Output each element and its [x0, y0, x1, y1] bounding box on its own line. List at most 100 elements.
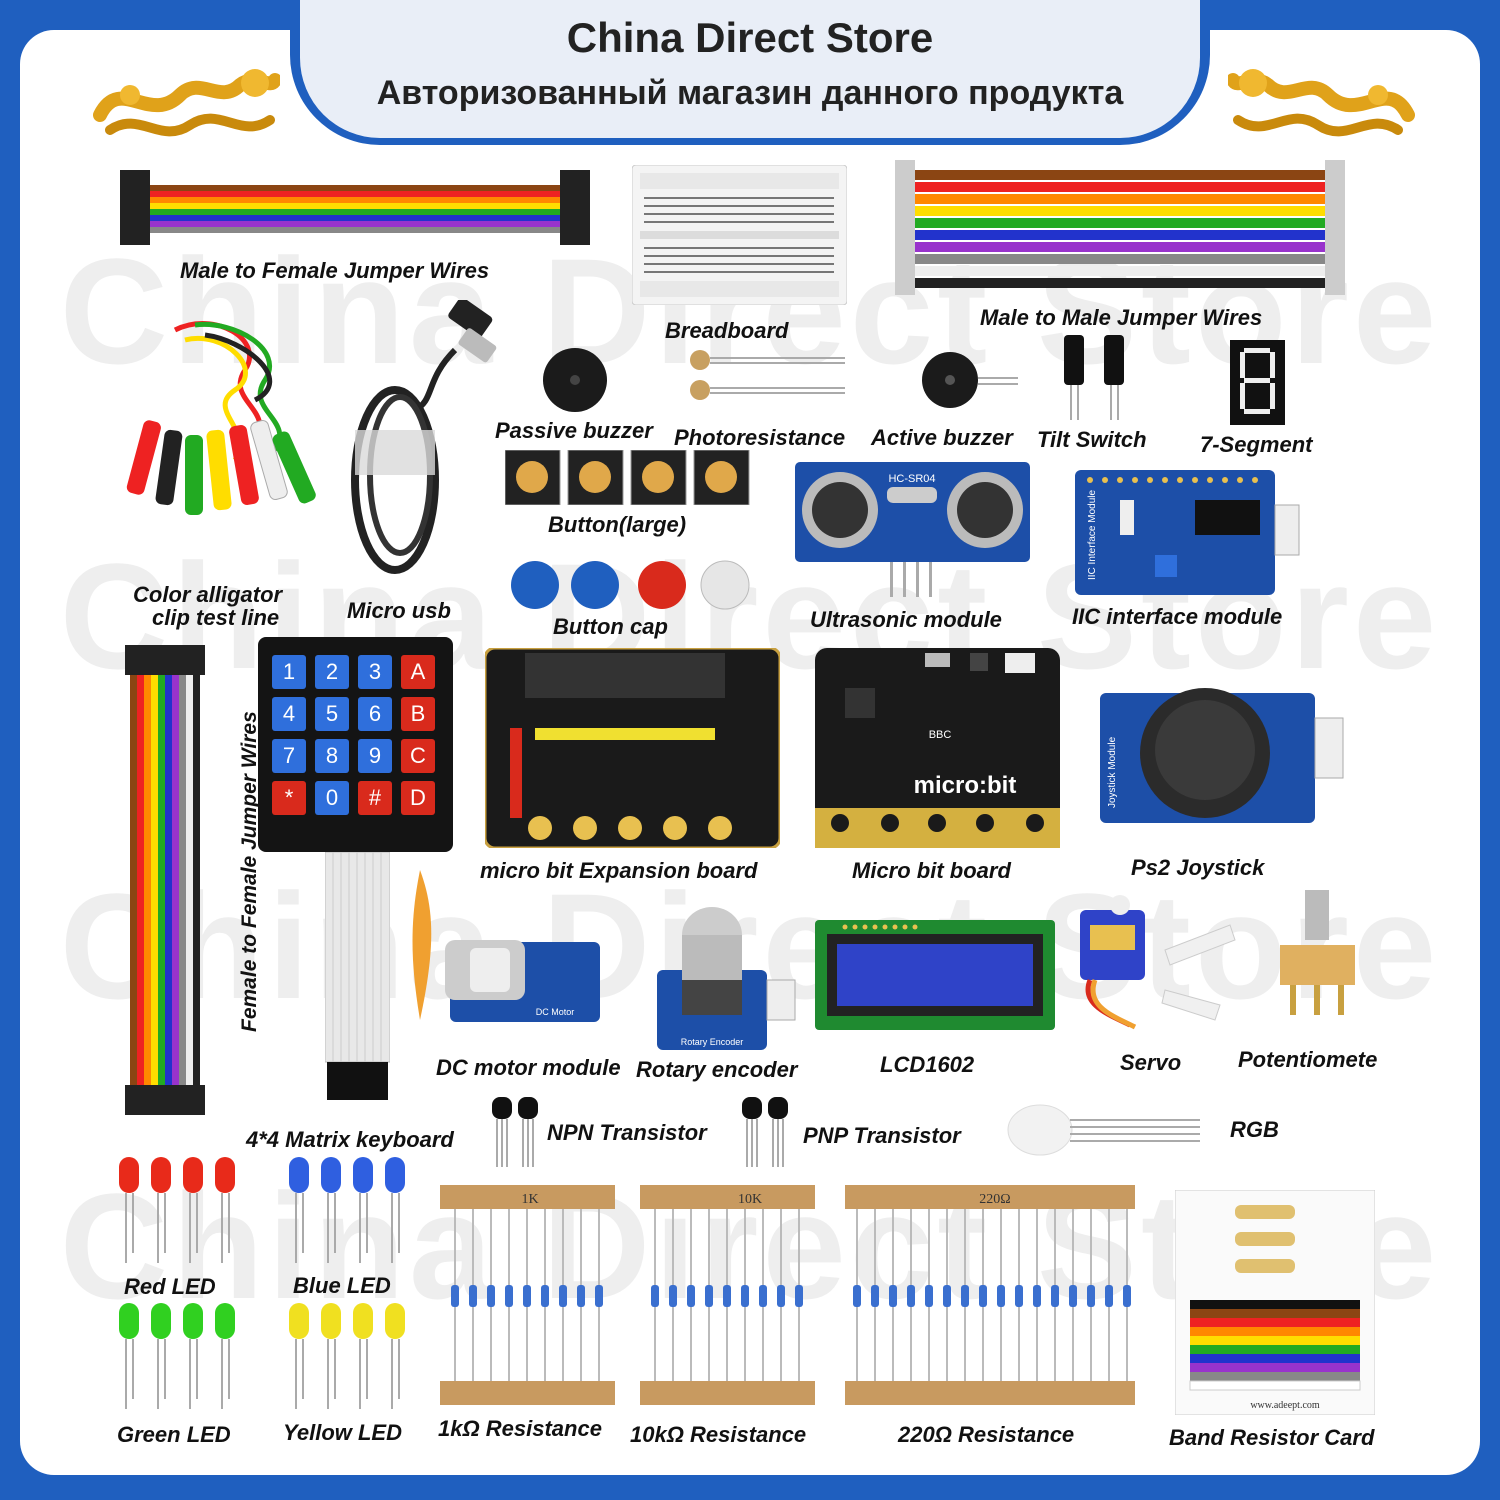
servo-label: Servo	[1120, 1050, 1182, 1075]
alligator-label-line2: clip test line	[152, 605, 280, 630]
micro-usb-cable	[345, 300, 505, 580]
microbit-board-label: Micro bit board	[852, 858, 1011, 883]
card-url: www.adeept.com	[1250, 1400, 1320, 1411]
joystick-label: Ps2 Joystick	[1131, 855, 1265, 880]
passive-buzzer-label: Passive buzzer	[495, 418, 653, 443]
button-caps	[510, 560, 750, 610]
keypad-grid: 1 2 3 A 4 5 6 B 7 8 9 C * 0 # D	[272, 655, 442, 840]
bottom-strip	[20, 1475, 1480, 1500]
yellow-leds	[285, 1303, 410, 1413]
female-female-wires	[120, 645, 210, 1115]
keypad-key[interactable]: 9	[358, 739, 392, 773]
red-leds	[115, 1157, 240, 1267]
store-subtitle: Авторизованный магазин данного продукта	[376, 74, 1124, 112]
microbit-logo: micro:bit	[914, 772, 1017, 799]
keypad-key[interactable]: A	[401, 655, 435, 689]
breadboard	[632, 165, 847, 305]
resistance-10k-label: 10kΩ Resistance	[630, 1422, 807, 1447]
tilt-switch	[1062, 335, 1132, 425]
keypad-key[interactable]: 7	[272, 739, 306, 773]
alligator-label-line1: Color alligator	[133, 582, 283, 607]
photoresistance-label: Photoresistance	[674, 425, 846, 450]
header-inner	[300, 0, 1200, 138]
matrix-keypad: 1 2 3 A 4 5 6 B 7 8 9 C * 0 # D	[258, 637, 453, 852]
rotary-tag: Rotary Encoder	[681, 1037, 744, 1047]
rgb-label: RGB	[1230, 1117, 1279, 1142]
store-name: China Direct Store	[566, 14, 934, 61]
keypad-ribbon	[325, 852, 390, 1102]
resistance-220-label: 220Ω Resistance	[898, 1422, 1075, 1447]
microbit-bbc: BBC	[929, 729, 952, 741]
male-male-wires-label: Male to Male Jumper Wires	[980, 305, 1263, 330]
keypad-key[interactable]: 2	[315, 655, 349, 689]
band-resistor-card-label: Band Resistor Card	[1169, 1425, 1375, 1450]
red-led-label: Red LED	[124, 1274, 216, 1299]
resistor-tag-10k: 10K	[738, 1192, 762, 1207]
iic-label: IIC interface module	[1072, 604, 1283, 629]
alligator-clips	[115, 310, 345, 570]
keypad-key[interactable]: B	[401, 697, 435, 731]
male-female-wires	[120, 170, 590, 250]
large-buttons	[505, 450, 750, 505]
joystick-module: Joystick Module	[1100, 688, 1345, 828]
male-male-wires	[895, 160, 1345, 300]
lcd1602	[815, 920, 1055, 1030]
passive-buzzer	[540, 345, 610, 415]
keypad-key[interactable]: #	[358, 781, 392, 815]
iic-interface-module: IIC Interface Module	[1075, 470, 1300, 600]
keypad-key[interactable]: D	[401, 781, 435, 815]
motor-tag: DC Motor	[536, 1007, 575, 1017]
keypad-key[interactable]: *	[272, 781, 306, 815]
blue-leds	[285, 1157, 410, 1267]
micro-usb-label: Micro usb	[347, 598, 451, 623]
resistor-pack-220: 220Ω	[845, 1185, 1135, 1405]
potentiometer	[1270, 890, 1365, 1025]
keypad-key[interactable]: 8	[315, 739, 349, 773]
breadboard-label: Breadboard	[665, 318, 789, 343]
keypad-key[interactable]: 1	[272, 655, 306, 689]
pnp-transistors	[740, 1095, 795, 1170]
keypad-key[interactable]: 3	[358, 655, 392, 689]
green-led-label: Green LED	[117, 1422, 231, 1447]
dragon-icon	[1228, 55, 1418, 150]
button-cap-label: Button cap	[553, 614, 668, 639]
ultrasonic-module: HC-SR04	[795, 462, 1030, 602]
keypad-key[interactable]: C	[401, 739, 435, 773]
seven-segment-display	[1230, 340, 1285, 425]
button-large-label: Button(large)	[548, 512, 687, 537]
lcd-label: LCD1602	[880, 1052, 975, 1077]
npn-label: NPN Transistor	[547, 1120, 707, 1145]
tilt-switch-label: Tilt Switch	[1037, 427, 1147, 452]
expansion-board-label: micro bit Expansion board	[480, 858, 758, 883]
joystick-tag: Joystick Module	[1107, 736, 1118, 808]
microbit-expansion-board	[485, 648, 780, 848]
band-resistor-card: www.adeept.com	[1175, 1190, 1375, 1415]
iic-tag: IIC Interface Module	[1087, 490, 1098, 580]
npn-transistors	[490, 1095, 545, 1170]
resistor-tag-220: 220Ω	[979, 1192, 1010, 1207]
seven-segment-label: 7-Segment	[1200, 432, 1313, 457]
keypad-key[interactable]: 0	[315, 781, 349, 815]
microbit-board: BBC micro:bit	[815, 648, 1060, 848]
ultrasonic-label: Ultrasonic module	[810, 607, 1002, 632]
photoresistor	[680, 348, 850, 408]
ultrasonic-model: HC-SR04	[888, 473, 935, 485]
pnp-label: PNP Transistor	[803, 1123, 961, 1148]
blue-led-label: Blue LED	[293, 1273, 391, 1298]
male-female-wires-label: Male to Female Jumper Wires	[180, 258, 490, 283]
keypad-key[interactable]: 4	[272, 697, 306, 731]
resistor-pack-1k: 1K	[440, 1185, 615, 1405]
green-leds	[115, 1303, 240, 1413]
potentiometer-label: Potentiomete	[1238, 1047, 1378, 1072]
yellow-led-label: Yellow LED	[283, 1420, 402, 1445]
keypad-key[interactable]: 6	[358, 697, 392, 731]
dc-motor-module: DC Motor	[400, 870, 600, 1025]
dc-motor-label: DC motor module	[436, 1055, 621, 1080]
resistor-pack-10k: 10K	[640, 1185, 815, 1405]
keypad-key[interactable]: 5	[315, 697, 349, 731]
dragon-icon	[90, 55, 280, 150]
resistor-tag-1k: 1K	[521, 1192, 538, 1207]
active-buzzer-label: Active buzzer	[871, 425, 1013, 450]
rgb-led	[1005, 1103, 1205, 1158]
